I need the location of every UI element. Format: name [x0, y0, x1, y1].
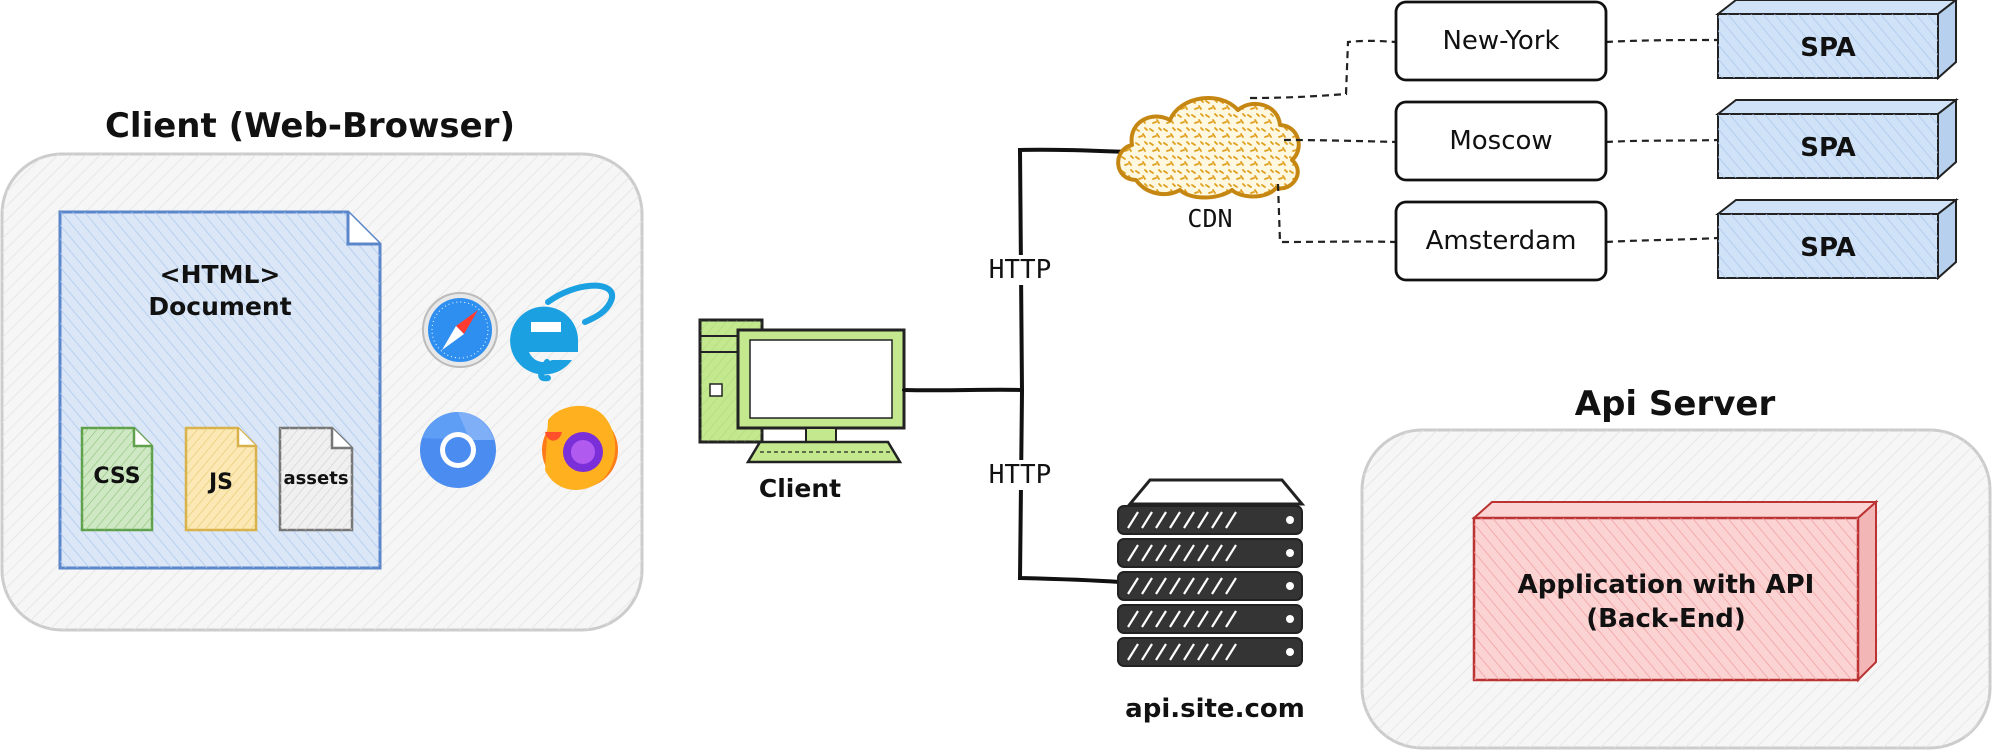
spa-boxes: [1715, 0, 1959, 281]
desktop-computer-icon: [698, 318, 906, 464]
client-computer-label: Client: [758, 474, 842, 503]
assets-file-icon: [278, 426, 354, 532]
firefox-icon: [542, 405, 618, 490]
css-file-label: CSS: [93, 464, 141, 489]
edge-city-amsterdam: Amsterdam: [1425, 226, 1577, 256]
spa-label-1: SPA: [1800, 33, 1856, 63]
js-file-icon: [184, 426, 258, 532]
api-host-label: api.site.com: [1125, 694, 1305, 724]
spa-label-3: SPA: [1800, 233, 1856, 263]
server-rack-icon: [1117, 478, 1306, 667]
application-block: [1471, 499, 1879, 683]
client-connections: [902, 147, 1130, 584]
edge-city-boxes: [1394, 0, 1608, 282]
internet-explorer-icon: [510, 282, 616, 382]
application-line-1: Application with API: [1517, 570, 1815, 600]
http-label-top: HTTP: [970, 255, 1070, 285]
safari-icon: [422, 292, 498, 368]
document-label-text: Document: [148, 292, 292, 321]
api-server-title: Api Server: [1574, 384, 1776, 424]
application-line-2: (Back-End): [1586, 604, 1746, 634]
chromium-icon: [420, 412, 496, 488]
document-label-html: <HTML>: [159, 260, 281, 289]
css-file-icon: [80, 426, 154, 532]
server-rack-unit: [1117, 637, 1303, 667]
assets-file-label: assets: [283, 468, 349, 489]
cdn-label: CDN: [1187, 204, 1233, 233]
js-file-label: JS: [208, 470, 234, 495]
server-rack-unit: [1117, 505, 1303, 535]
edge-city-new-york: New-York: [1442, 26, 1560, 56]
server-rack-unit: [1117, 538, 1303, 568]
server-rack-unit: [1117, 604, 1303, 634]
server-rack-unit: [1117, 571, 1303, 601]
client-section-title: Client (Web-Browser): [104, 106, 515, 146]
cloud-icon: [1116, 95, 1301, 200]
cdn-edge-connections: [1249, 38, 1719, 244]
http-label-bottom: HTTP: [970, 460, 1070, 490]
edge-city-moscow: Moscow: [1449, 126, 1553, 156]
spa-label-2: SPA: [1800, 133, 1856, 163]
